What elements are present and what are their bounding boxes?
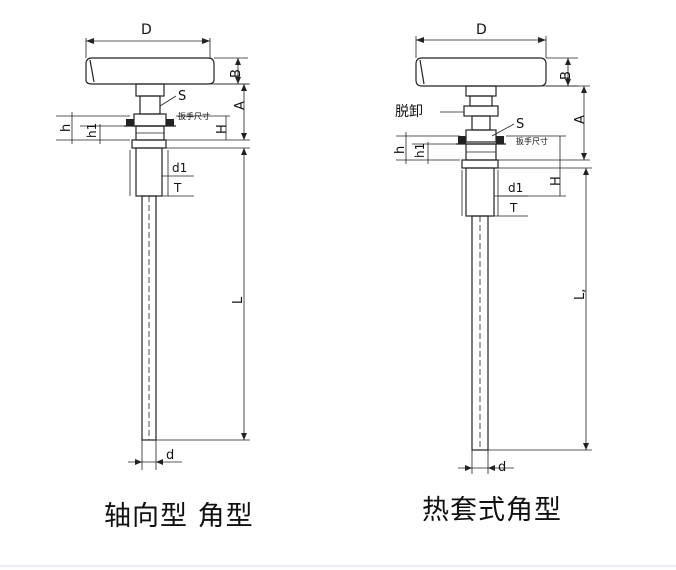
right-label-T: T: [509, 201, 518, 215]
left-label-A: A: [233, 101, 248, 110]
right-stem: [471, 215, 489, 451]
right-label-D: D: [476, 22, 487, 38]
right-dim-D: D: [415, 22, 547, 58]
left-label-L: L: [231, 296, 246, 304]
right-label-wrench: 扳手尺寸: [516, 136, 548, 146]
left-label-h: h: [59, 124, 74, 132]
right-caption: 热套式角型: [422, 495, 562, 526]
left-dim-A: A: [164, 83, 250, 141]
left-label-H: H: [215, 124, 230, 134]
left-caption: 轴向型 角型: [104, 501, 254, 532]
left-stem: [141, 195, 157, 441]
left-label-B: B: [229, 69, 244, 78]
left-dim-L: L: [156, 147, 250, 441]
right-label-h1: h1: [413, 143, 427, 158]
left-dim-d: d: [128, 440, 182, 470]
left-figure: D B S: [56, 22, 250, 470]
right-wrench-label: S 扳手尺寸: [491, 117, 548, 146]
left-thread: d1 T: [129, 147, 194, 197]
left-label-T: T: [173, 181, 182, 195]
left-label-S: S: [178, 89, 186, 104]
right-dim-h: h h1: [393, 132, 460, 164]
right-dim-d: d: [458, 450, 514, 475]
right-detach-label: 脱卸: [395, 104, 464, 120]
right-dim-A: A: [496, 85, 590, 161]
right-label-d: d: [498, 460, 506, 475]
right-label-H: H: [549, 176, 564, 186]
right-label-d1: d1: [508, 181, 523, 195]
left-label-h1: h1: [85, 123, 99, 138]
right-label-L: L,: [573, 289, 588, 300]
right-figure: D B: [393, 22, 592, 475]
right-label-S: S: [516, 117, 524, 132]
right-label-A: A: [573, 115, 588, 124]
right-thread: d1 T: [461, 167, 528, 217]
left-dim-H: H: [176, 115, 230, 140]
left-dim-D: D: [85, 22, 211, 58]
right-label-B: B: [559, 71, 574, 80]
left-label-d1: d1: [172, 161, 187, 175]
right-label-detach: 脱卸: [395, 104, 423, 120]
left-dim-h: h h1: [56, 112, 130, 144]
right-label-h: h: [393, 146, 408, 154]
right-dim-L: L,: [488, 167, 592, 451]
left-label-d: d: [166, 448, 174, 463]
left-label-D: D: [141, 22, 152, 38]
